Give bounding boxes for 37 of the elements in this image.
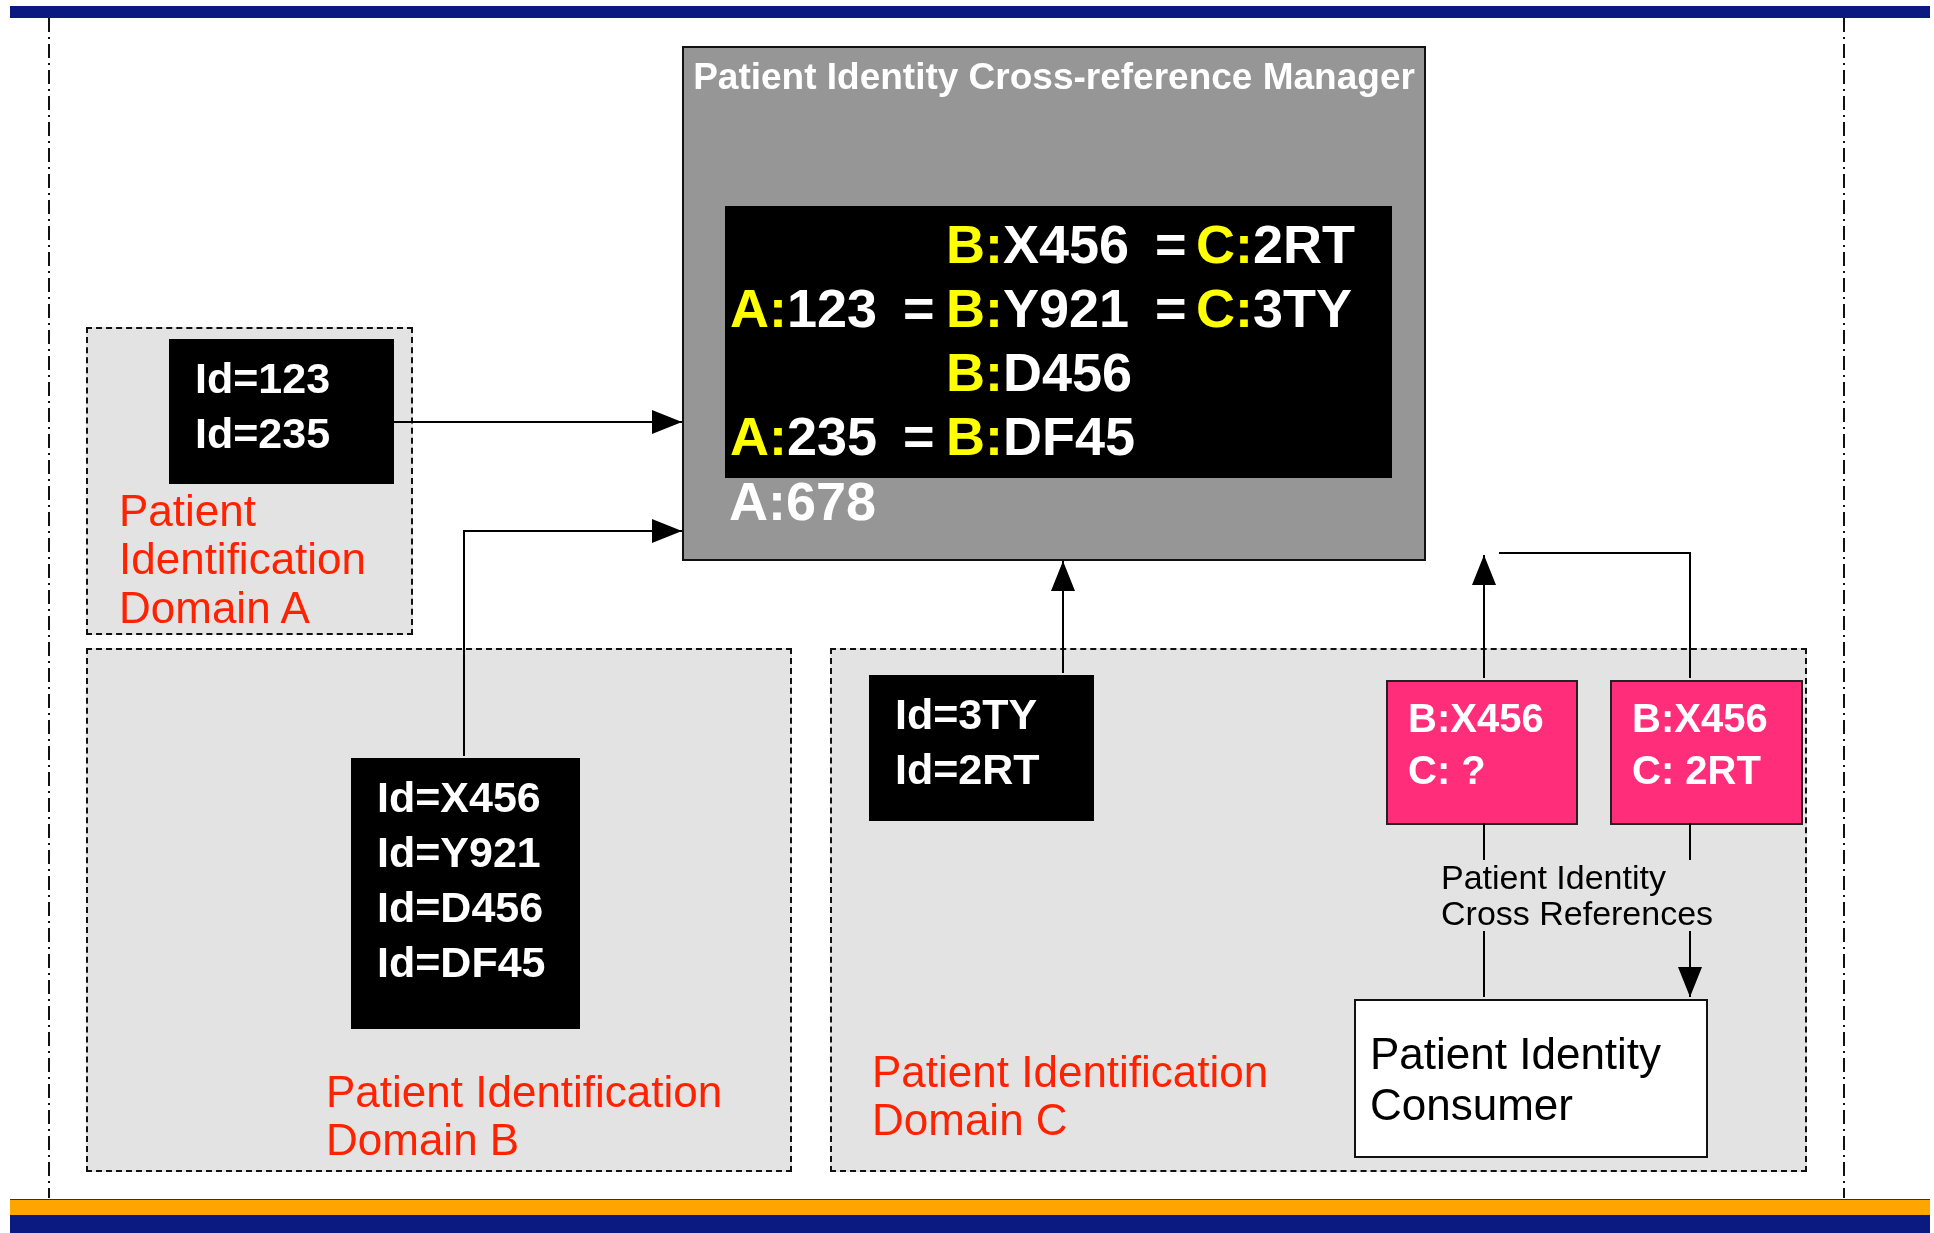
identifier-text: Id=D456 — [377, 882, 545, 933]
connector-arrow — [1472, 554, 1496, 679]
identifier-text: A:678 — [729, 472, 877, 532]
identifier-box — [869, 675, 1094, 821]
identifier-box — [169, 339, 394, 484]
connector-arrow — [391, 410, 683, 434]
query-box — [1386, 680, 1578, 825]
domain-label: Patient Identification Domain A — [119, 487, 368, 633]
identifier-text: Id=X456 — [377, 772, 542, 823]
identifier-text: Id=235 — [195, 408, 332, 459]
identifier-text: Id=123 — [195, 353, 332, 404]
identifier-box — [351, 758, 580, 1029]
identifier-text: C: 2RT — [1632, 747, 1762, 794]
query-box — [1610, 680, 1803, 825]
mapping-row-text: A:235 = B:DF45 — [730, 405, 1137, 468]
identifier-text: B:X456 — [1408, 695, 1545, 742]
identifier-text: Id=3TY — [895, 689, 1039, 740]
mapping-row-text: A:123 = B:Y921 = C:3TY — [730, 277, 1354, 340]
domain-label: Patient Identification Domain B — [326, 1068, 724, 1165]
domain-region — [830, 648, 1807, 1172]
connector-arrow — [1051, 560, 1075, 674]
consumer-box — [1354, 999, 1708, 1158]
identifier-text: B:X456 — [1632, 695, 1769, 742]
domain-region — [86, 327, 413, 635]
mapping-row-text: B:X456 = C:2RT — [945, 213, 1356, 276]
identifier-text: Id=Y921 — [377, 827, 542, 878]
box-title: Patient Identity Cross-reference Manager — [692, 55, 1416, 99]
identifier-text: Id=2RT — [895, 744, 1041, 795]
mapping-row-text: B:D456 — [945, 341, 1134, 404]
domain-label: Patient Identification Domain C — [872, 1048, 1270, 1145]
domain-region — [86, 648, 792, 1172]
identifier-text: Id=DF45 — [377, 937, 547, 988]
mapping-table — [725, 206, 1392, 478]
connector-arrow — [463, 519, 683, 757]
manager-box — [682, 46, 1426, 561]
box-label: Patient Identity Consumer — [1370, 1029, 1663, 1131]
identifier-text: C: ? — [1408, 747, 1487, 794]
